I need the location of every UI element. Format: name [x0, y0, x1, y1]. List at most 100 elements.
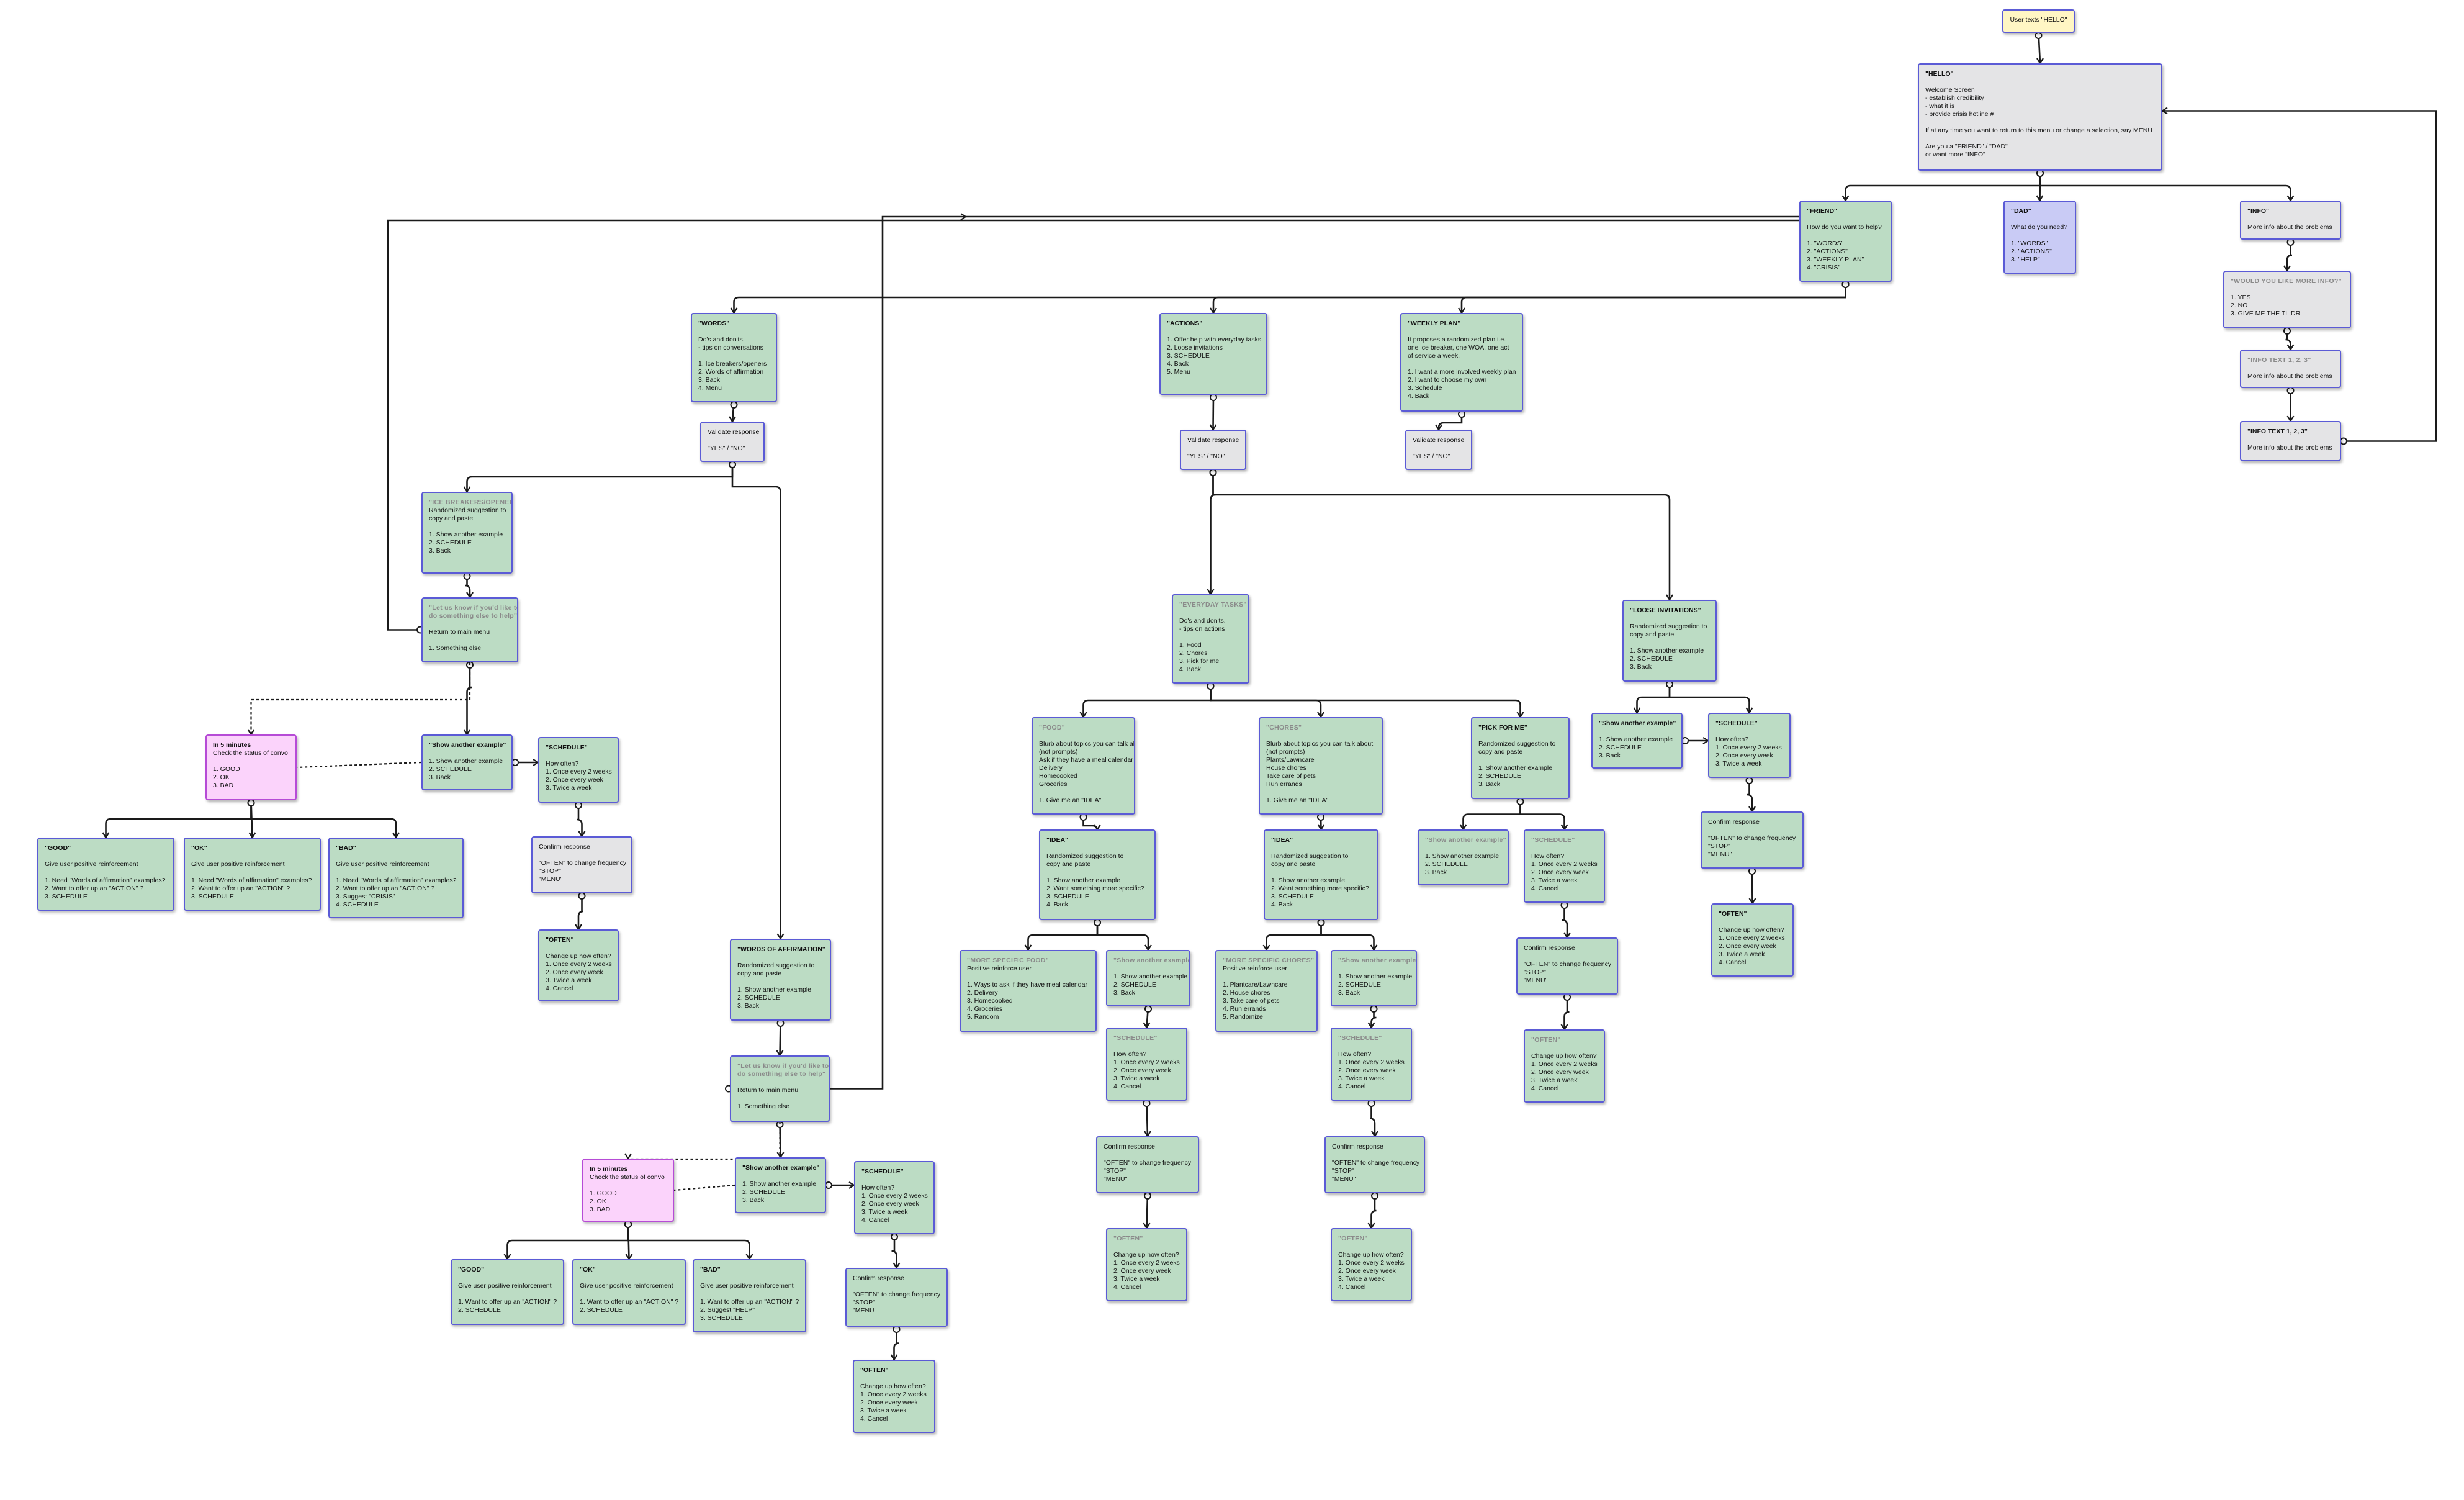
node-line: Run errands — [1266, 780, 1302, 788]
node-line: "STOP" — [1524, 969, 1546, 976]
connector-info-q-to-info-text1 — [2285, 328, 2291, 350]
node-line: 3. Take care of pets — [1223, 997, 1280, 1005]
node-line — [708, 436, 757, 445]
node-line: "MENU" — [1708, 851, 1732, 858]
node-line: 2. Suggest "HELP" — [700, 1306, 755, 1314]
node-loose-invitations: "LOOSE INVITATIONS"Randomized suggestion… — [1622, 600, 1717, 682]
node-line: 2. Want to offer up an "ACTION" ? — [191, 885, 290, 892]
node-line: "OFTEN" to change frequency — [1104, 1159, 1192, 1167]
node-line: "OFTEN" — [860, 1367, 889, 1374]
node-line — [1113, 1243, 1180, 1251]
node-line: "GOOD" — [45, 844, 71, 852]
node-line: 3. Pick for me — [1179, 657, 1220, 665]
node-line: 2. SCHEDULE — [1599, 744, 1642, 751]
connector-welcome-to-info — [2039, 171, 2291, 201]
node-line: - provide crisis hotline # — [1925, 111, 1994, 118]
node-line: 4. Back — [1179, 666, 1202, 673]
node-line: 3. Back — [1599, 752, 1621, 759]
node-line: "Show another example" — [742, 1164, 820, 1172]
node-line: 1. Show another example — [742, 1180, 817, 1188]
connector-idea-chores-to-show-another-chores — [1320, 920, 1375, 950]
node-line: 4. Back — [1408, 392, 1430, 400]
node-line — [546, 944, 611, 952]
node-line — [1113, 1042, 1180, 1050]
connector-confirm-pfm-to-often-pfm — [1563, 995, 1570, 1029]
node-line: 5. Random — [967, 1013, 999, 1021]
node-line: 3. BAD — [213, 782, 234, 789]
node-line: "STOP" — [853, 1299, 875, 1306]
node-line: 3. Twice a week — [1338, 1075, 1385, 1082]
node-line: "MORE SPECIFIC FOOD" — [967, 957, 1050, 964]
node-line — [1413, 445, 1465, 453]
connector-validate-words-to-woa — [731, 462, 781, 939]
node-line — [1266, 788, 1375, 797]
node-line: 3. GIVE ME THE TL;DR — [2231, 310, 2301, 317]
node-confirm-1: Confirm response"OFTEN" to change freque… — [531, 836, 632, 893]
node-line: 3. Schedule — [1408, 384, 1442, 392]
node-line: or want more "INFO" — [1925, 151, 1985, 158]
node-line: 1. Show another example — [429, 531, 503, 538]
node-line: 1. Show another example — [1425, 852, 1500, 860]
node-line: "OFTEN" to change frequency — [1708, 834, 1796, 842]
node-line: "FRIEND" — [1807, 207, 1838, 215]
node-line: How often? — [546, 760, 579, 767]
node-line: 3. SCHEDULE — [700, 1314, 743, 1322]
connector-confirm-1-to-often-1 — [577, 893, 584, 929]
node-line: "STOP" — [1332, 1167, 1354, 1175]
node-line — [1478, 756, 1562, 764]
node-line: "INFO" — [2247, 207, 2270, 215]
node-line: 4. Cancel — [1531, 1085, 1559, 1092]
node-line: 4. Groceries — [967, 1005, 1003, 1013]
node-line: "MENU" — [1524, 977, 1548, 984]
node-line — [737, 1095, 822, 1103]
node-line: 1. Give me an "IDEA" — [1266, 797, 1329, 804]
node-line: "OK" — [191, 844, 207, 852]
node-line — [1167, 328, 1260, 336]
node-line — [1478, 732, 1562, 740]
node-line: 1. Ice breakers/openers — [698, 360, 767, 368]
node-line: Validate response — [1187, 436, 1239, 444]
node-line: 3. Back — [429, 774, 451, 781]
connector-schedule-pfm-to-confirm-pfm — [1562, 903, 1568, 938]
node-line: copy and paste — [1478, 748, 1523, 756]
node-line: "INFO TEXT 1, 2, 3" — [2247, 356, 2311, 364]
node-show-another-li: "Show another example"1. Show another ex… — [1591, 713, 1683, 769]
node-line: 1. "WORDS" — [2011, 240, 2048, 247]
node-line: 1. Show another example — [1113, 973, 1188, 980]
node-line: 3. Twice a week — [1531, 1077, 1578, 1084]
connector-confirm-chores-to-often-chores — [1370, 1193, 1377, 1228]
node-line: 1. I want a more involved weekly plan — [1408, 368, 1516, 376]
connector-everyday-tasks-to-pick-for-me — [1210, 684, 1521, 717]
node-line: "SCHEDULE" — [546, 744, 588, 751]
node-line: 3. Twice a week — [1113, 1275, 1160, 1283]
node-line: 1. GOOD — [213, 766, 240, 773]
node-line: 2. Once every week — [546, 776, 603, 784]
node-line: 4. Back — [1271, 901, 1293, 908]
connector-pick-for-me-to-schedule-pfm — [1519, 799, 1565, 829]
node-line — [1104, 1151, 1192, 1159]
node-line: 5. Randomize — [1223, 1013, 1263, 1021]
node-line: 2. Once every week — [1113, 1067, 1171, 1074]
node-line: Validate response — [1413, 436, 1465, 444]
node-line: 4. SCHEDULE — [336, 901, 379, 908]
node-line: 3. Twice a week — [1113, 1075, 1160, 1082]
node-line: 3. Back — [1338, 989, 1360, 996]
node-show-another-1: "Show another example"1. Show another ex… — [421, 734, 513, 790]
node-line: copy and paste — [1630, 631, 1675, 638]
node-ice-breakers: "ICE BREAKERS/OPENERS"Randomized suggest… — [421, 492, 513, 574]
node-line: 1. Want to offer up an "ACTION" ? — [580, 1298, 679, 1306]
node-line: 1. Once every 2 weeks — [1531, 861, 1598, 868]
connector-everyday-tasks-to-food — [1082, 684, 1212, 717]
node-line — [1046, 844, 1148, 852]
node-line: 3. Twice a week — [1531, 877, 1578, 884]
node-line — [336, 869, 456, 877]
node-line: 3. Twice a week — [1719, 951, 1765, 958]
node-line — [1708, 826, 1796, 834]
node-line: Homecooked — [1039, 772, 1077, 780]
node-line — [700, 1290, 799, 1298]
node-line — [458, 1290, 557, 1298]
node-line: 1. Once every 2 weeks — [1719, 934, 1785, 942]
